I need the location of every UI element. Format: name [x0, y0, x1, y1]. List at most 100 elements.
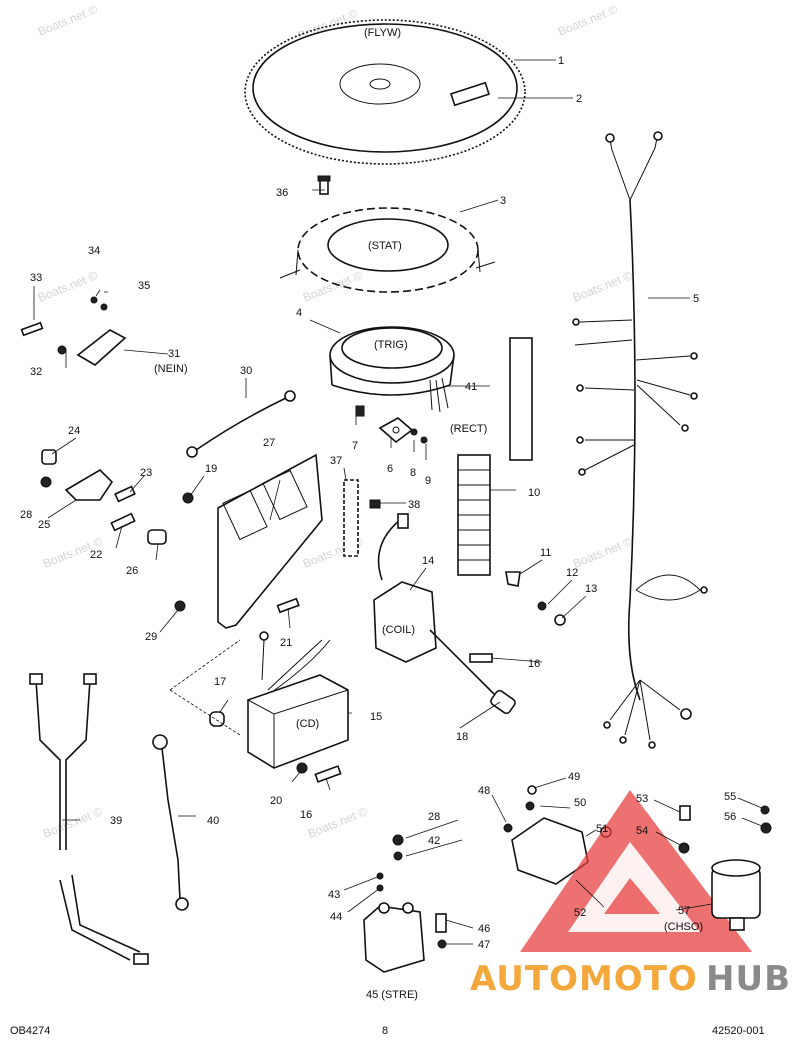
automotohub-logo: AUTOMOTO HUB — [470, 959, 790, 999]
callout: 33 — [30, 272, 42, 284]
callout: 27 — [263, 437, 275, 449]
callout: 49 — [568, 771, 580, 783]
label-flyw: (FLYW) — [364, 27, 401, 39]
callout: 8 — [410, 467, 416, 479]
callout: 39 — [110, 815, 122, 827]
callout: 7 — [352, 440, 358, 452]
cable-40 — [152, 734, 189, 911]
callout: 13 — [585, 583, 597, 595]
flywheel — [244, 19, 526, 165]
callout: 21 — [280, 637, 292, 649]
watermark: Boats.net © — [571, 534, 635, 571]
watermark: Boats.net © — [571, 268, 635, 305]
callout: 22 — [90, 549, 102, 561]
callout: 40 — [207, 815, 219, 827]
callout: 57 — [678, 905, 690, 917]
callout: 24 — [68, 425, 80, 437]
footer-left: OB4274 — [10, 1025, 50, 1037]
bracket-25 — [64, 468, 114, 501]
label-coil: (COIL) — [382, 624, 415, 636]
callout: 15 — [370, 711, 382, 723]
callout: 50 — [574, 797, 586, 809]
callout: 35 — [138, 280, 150, 292]
callout: 3 — [500, 195, 506, 207]
callout: 28 — [20, 509, 32, 521]
callout: 26 — [126, 565, 138, 577]
trigger — [329, 326, 455, 413]
choke-solenoid — [711, 859, 761, 931]
callout: 28 — [428, 811, 440, 823]
callout: 51 — [596, 823, 608, 835]
footer-page-number: 8 — [382, 1025, 388, 1037]
watermark: Boats.net © — [36, 268, 100, 305]
callout: 37 — [330, 455, 342, 467]
callout: 36 — [276, 187, 288, 199]
label-chso: (CHSO) — [664, 921, 703, 933]
washer-20 — [296, 762, 308, 774]
screw-38 — [369, 499, 381, 509]
callout: 54 — [636, 825, 648, 837]
callout: 43 — [328, 889, 340, 901]
watermark: Boats.net © — [556, 2, 620, 39]
callout: 55 — [724, 791, 736, 803]
logo-text-automoto: AUTOMOTO — [470, 959, 698, 999]
screw-36 — [317, 175, 331, 195]
screw-22 — [110, 512, 136, 532]
callout: 42 — [428, 835, 440, 847]
callout: 16 — [300, 809, 312, 821]
callout: 38 — [408, 499, 420, 511]
label-nein: (NEIN) — [154, 363, 188, 375]
label-cd: (CD) — [296, 718, 319, 730]
watermark: Boats.net © — [301, 268, 365, 305]
callout: 53 — [636, 793, 648, 805]
callout: 56 — [724, 811, 736, 823]
callout: 41 — [465, 381, 477, 393]
callout: 9 — [425, 475, 431, 487]
watermark: Boats.net © — [306, 804, 370, 841]
label-rect: (RECT) — [450, 423, 487, 435]
label-stre: 45 (STRE) — [366, 989, 418, 1001]
callout: 5 — [693, 293, 699, 305]
callout: 1 — [558, 55, 564, 67]
callout: 6 — [387, 463, 393, 475]
label-stat: (STAT) — [368, 240, 402, 252]
callout: 48 — [478, 785, 490, 797]
callout: 29 — [145, 631, 157, 643]
callout: 18 — [456, 731, 468, 743]
screw-16b — [314, 765, 342, 783]
nut-12 — [537, 601, 547, 611]
callout: 44 — [330, 911, 342, 923]
callout: 2 — [576, 93, 582, 105]
callout: 31 — [168, 348, 180, 360]
ground-wire-30 — [186, 390, 296, 458]
callout: 4 — [296, 307, 302, 319]
callout: 17 — [214, 676, 226, 688]
callout: 47 — [478, 939, 490, 951]
callout: 30 — [240, 365, 252, 377]
screw-21 — [276, 597, 300, 614]
callout: 23 — [140, 467, 152, 479]
washer-54 — [678, 842, 690, 854]
wiring-harness — [572, 131, 708, 749]
nut-28 — [40, 476, 52, 488]
leader-lines — [33, 59, 763, 945]
screw-23 — [114, 485, 136, 503]
callout: 12 — [566, 567, 578, 579]
grommet-24 — [41, 449, 57, 465]
spark-plug-lead — [429, 629, 516, 715]
screw-16a — [469, 653, 493, 663]
stator — [279, 207, 496, 293]
nut-55 — [760, 805, 770, 815]
callout: 34 — [88, 245, 100, 257]
logo-triangle — [520, 790, 752, 952]
ignition-coil — [373, 513, 437, 663]
callout: 11 — [540, 547, 551, 559]
terminal-block — [457, 454, 491, 576]
clip-11 — [505, 571, 521, 587]
callout: 10 — [528, 487, 540, 499]
nut-29 — [174, 600, 186, 612]
callout: 46 — [478, 923, 490, 935]
spacer-26 — [147, 529, 167, 545]
decal-41 — [509, 337, 533, 461]
